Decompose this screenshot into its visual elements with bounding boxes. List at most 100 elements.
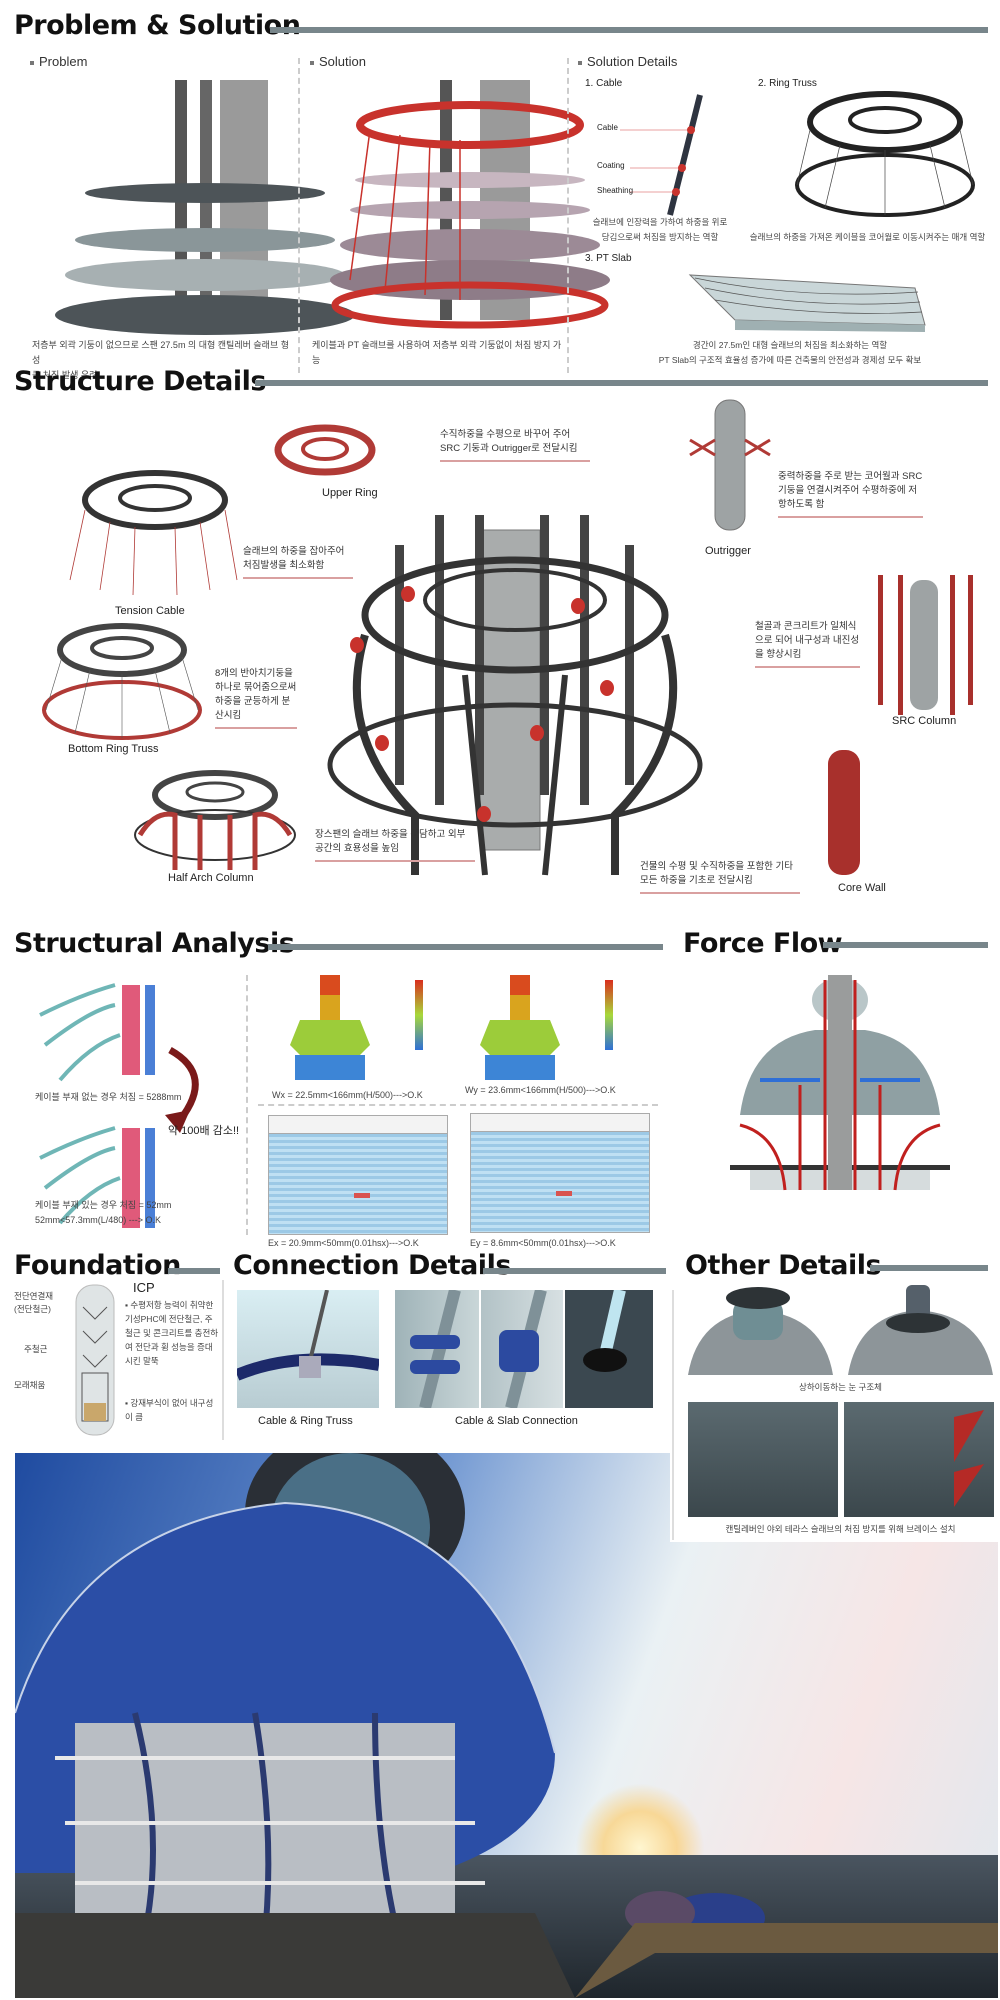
tension-cable-illustration — [69, 470, 238, 596]
other-caption-2: 캔틸레버인 야외 테라스 슬래브의 처짐 방지를 위해 브레이스 설치 — [725, 1524, 956, 1534]
ex-result-table — [268, 1115, 448, 1235]
sand-fill-label: 모래채움 — [14, 1380, 46, 1390]
section-title-other-details: Other Details — [685, 1250, 882, 1281]
column-divider — [567, 58, 569, 373]
solution-illustration — [330, 80, 610, 329]
with-cable-line2: 52mm<57.3mm(L/480) ---> O.K — [35, 1215, 162, 1225]
core-wall-label: Core Wall — [838, 882, 886, 894]
eye-structure-lowered-image — [848, 1285, 993, 1375]
half-arch-note: 장스팬의 슬래브 하중을 분담하고 외부 공간의 효용성을 높임 — [315, 828, 475, 862]
wy-analysis-model — [480, 975, 613, 1080]
ring-truss-caption: 슬래브의 하중을 가져온 케이블을 코어월로 이동시켜주는 매개 역할 — [749, 232, 986, 242]
icp-bullet-2: ▪ 강재부식이 없어 내구성이 큼 — [125, 1398, 214, 1422]
title-divider — [270, 27, 988, 33]
bottom-ring-note: 8개의 반아치기둥을 하나로 묶어줌으로써 하중을 균등하게 분산시킴 — [215, 667, 297, 729]
pt-slab-caption: 경간이 27.5m인 대형 슬래브의 처짐을 최소화하는 역할 PT Slab의 … — [600, 338, 980, 368]
shear-connector-label: 전단연결재 (전단철근) — [14, 1290, 53, 1316]
icp-pile-illustration — [75, 1284, 115, 1436]
marker-dot — [571, 598, 585, 614]
reduction-text: 약 100배 감소!! — [168, 1125, 240, 1137]
cable-slab-label: Cable & Slab Connection — [455, 1415, 578, 1427]
problem-heading: Problem — [30, 54, 87, 69]
model-with-cable — [39, 1126, 155, 1228]
column-divider — [672, 1290, 674, 1540]
problem-caption-line2: 큰 처짐 발생 우려 — [32, 370, 98, 380]
outrigger-label: Outrigger — [705, 545, 751, 557]
shear-connector-text: 전단연결재 — [14, 1291, 54, 1301]
src-column-illustration — [878, 575, 973, 715]
cable-slab-image-2 — [481, 1290, 563, 1408]
ring-truss-title: 2. Ring Truss — [758, 78, 817, 89]
terrace-with-brace-image — [844, 1402, 994, 1517]
cable-caption-line2: 당김으로써 처짐을 방지하는 역할 — [601, 232, 719, 242]
src-column-note: 철골과 콘크리트가 일체식으로 되어 내구성과 내진성을 향상시킴 — [755, 620, 860, 668]
other-caption-1: 상하이동하는 눈 구조체 — [799, 1382, 882, 1392]
src-column-label: SRC Column — [892, 715, 957, 727]
wx-result: Wx = 22.5mm<166mm(H/500)--->O.K — [272, 1090, 423, 1100]
icp-title: ICP — [133, 1280, 155, 1295]
tension-cable-note: 슬래브의 하중을 잡아주어 처짐발생을 최소화함 — [243, 545, 353, 579]
cable-caption-line1: 슬래브에 인장력을 가하여 하중을 위로 — [592, 217, 728, 227]
wx-analysis-model — [290, 975, 423, 1080]
section-title-connection-details: Connection Details — [233, 1250, 511, 1281]
shear-connector-subtext: (전단철근) — [14, 1304, 51, 1314]
without-cable-text: 케이블 부재 없는 경우 처짐 = 5288mm — [35, 1092, 182, 1102]
cable-slab-image-3 — [565, 1290, 653, 1408]
upper-ring-illustration — [274, 424, 376, 476]
ey-result-table — [470, 1113, 650, 1233]
ey-result: Ey = 8.6mm<50mm(0.01hsx)--->O.K — [470, 1238, 616, 1248]
problem-caption: 저층부 외곽 기둥이 없으므로 스팬 27.5m 의 대형 캔틸레버 슬래브 형… — [32, 338, 292, 383]
column-divider — [298, 58, 300, 373]
sheathing-label: Sheathing — [597, 186, 634, 195]
marker-dot — [375, 735, 389, 751]
coating-label: Coating — [597, 161, 625, 170]
upper-ring-label: Upper Ring — [322, 487, 378, 499]
pt-slab-caption-line2: PT Slab의 구조적 효율성 증가에 따른 건축물의 안전성과 경제성 모두… — [658, 355, 922, 365]
force-flow-diagram — [730, 975, 950, 1191]
problem-caption-line1: 저층부 외곽 기둥이 없으므로 스팬 27.5m 의 대형 캔틸레버 슬래브 형… — [32, 340, 290, 365]
marker-dot — [350, 637, 364, 653]
upper-ring-note: 수직하중을 수평으로 바꾸어 주어 SRC 기둥과 Outrigger로 전달시… — [440, 428, 590, 462]
ring-truss-illustration — [795, 91, 975, 217]
bottom-ring-truss-illustration — [42, 623, 202, 740]
pt-slab-caption-line1: 경간이 27.5m인 대형 슬래브의 처짐을 최소화하는 역할 — [692, 340, 888, 350]
cable-illustration — [620, 94, 703, 216]
cable-ring-truss-image — [237, 1290, 379, 1408]
cable-slab-image-1 — [395, 1290, 479, 1408]
building-render — [15, 1453, 998, 1998]
marker-dot — [401, 586, 415, 602]
pt-slab-illustration — [688, 274, 926, 332]
outrigger-note: 중력하중을 주로 받는 코어월과 SRC 기둥을 연결시켜주어 수평하중에 저항… — [778, 470, 923, 518]
section-title-force-flow: Force Flow — [683, 928, 843, 959]
solution-heading: Solution — [310, 54, 366, 69]
column-divider — [246, 975, 248, 1235]
marker-dot — [477, 806, 491, 822]
section-title-foundation: Foundation — [14, 1250, 181, 1281]
half-arch-column-illustration — [134, 770, 296, 870]
outrigger-illustration — [689, 399, 771, 531]
column-divider — [222, 1280, 224, 1440]
marker-dot — [530, 725, 544, 741]
icp-bullet-2-text: 강재부식이 없어 내구성이 큼 — [125, 1398, 214, 1422]
marker-dot — [600, 680, 614, 696]
section-title-problem-solution: Problem & Solution — [14, 10, 301, 41]
icp-bullet-1-text: 수평저항 능력이 취약한 기성PHC에 전단철근, 주철근 및 콘크리트를 충전… — [125, 1300, 219, 1366]
core-wall-note: 건물의 수평 및 수직하중을 포함한 기타 모든 하중을 기초로 전달시킴 — [640, 860, 800, 894]
cable-label: Cable — [597, 123, 618, 132]
section-title-structure-details: Structure Details — [14, 366, 266, 397]
terrace-without-brace-image — [688, 1402, 838, 1517]
with-cable-line1: 케이블 부재 있는 경우 처짐 = 52mm — [35, 1200, 172, 1210]
main-rebar-label: 주철근 — [24, 1344, 48, 1354]
pt-slab-title: 3. PT Slab — [585, 253, 632, 264]
reduction-arrow-icon — [165, 1046, 199, 1133]
model-without-cable — [39, 983, 155, 1082]
eye-structure-raised-image — [688, 1287, 833, 1375]
title-divider — [168, 1268, 220, 1274]
row-divider — [258, 1104, 658, 1106]
with-cable-text: 케이블 부재 있는 경우 처짐 = 52mm 52mm<57.3mm(L/480)… — [35, 1198, 171, 1228]
tension-cable-label: Tension Cable — [115, 605, 185, 617]
solution-details-heading: Solution Details — [578, 54, 677, 69]
title-divider — [268, 944, 663, 950]
wy-result: Wy = 23.6mm<166mm(H/500)--->O.K — [465, 1085, 616, 1095]
solution-caption: 케이블과 PT 슬래브를 사용하여 저층부 외곽 기둥없이 처짐 방지 가능 — [312, 340, 562, 365]
